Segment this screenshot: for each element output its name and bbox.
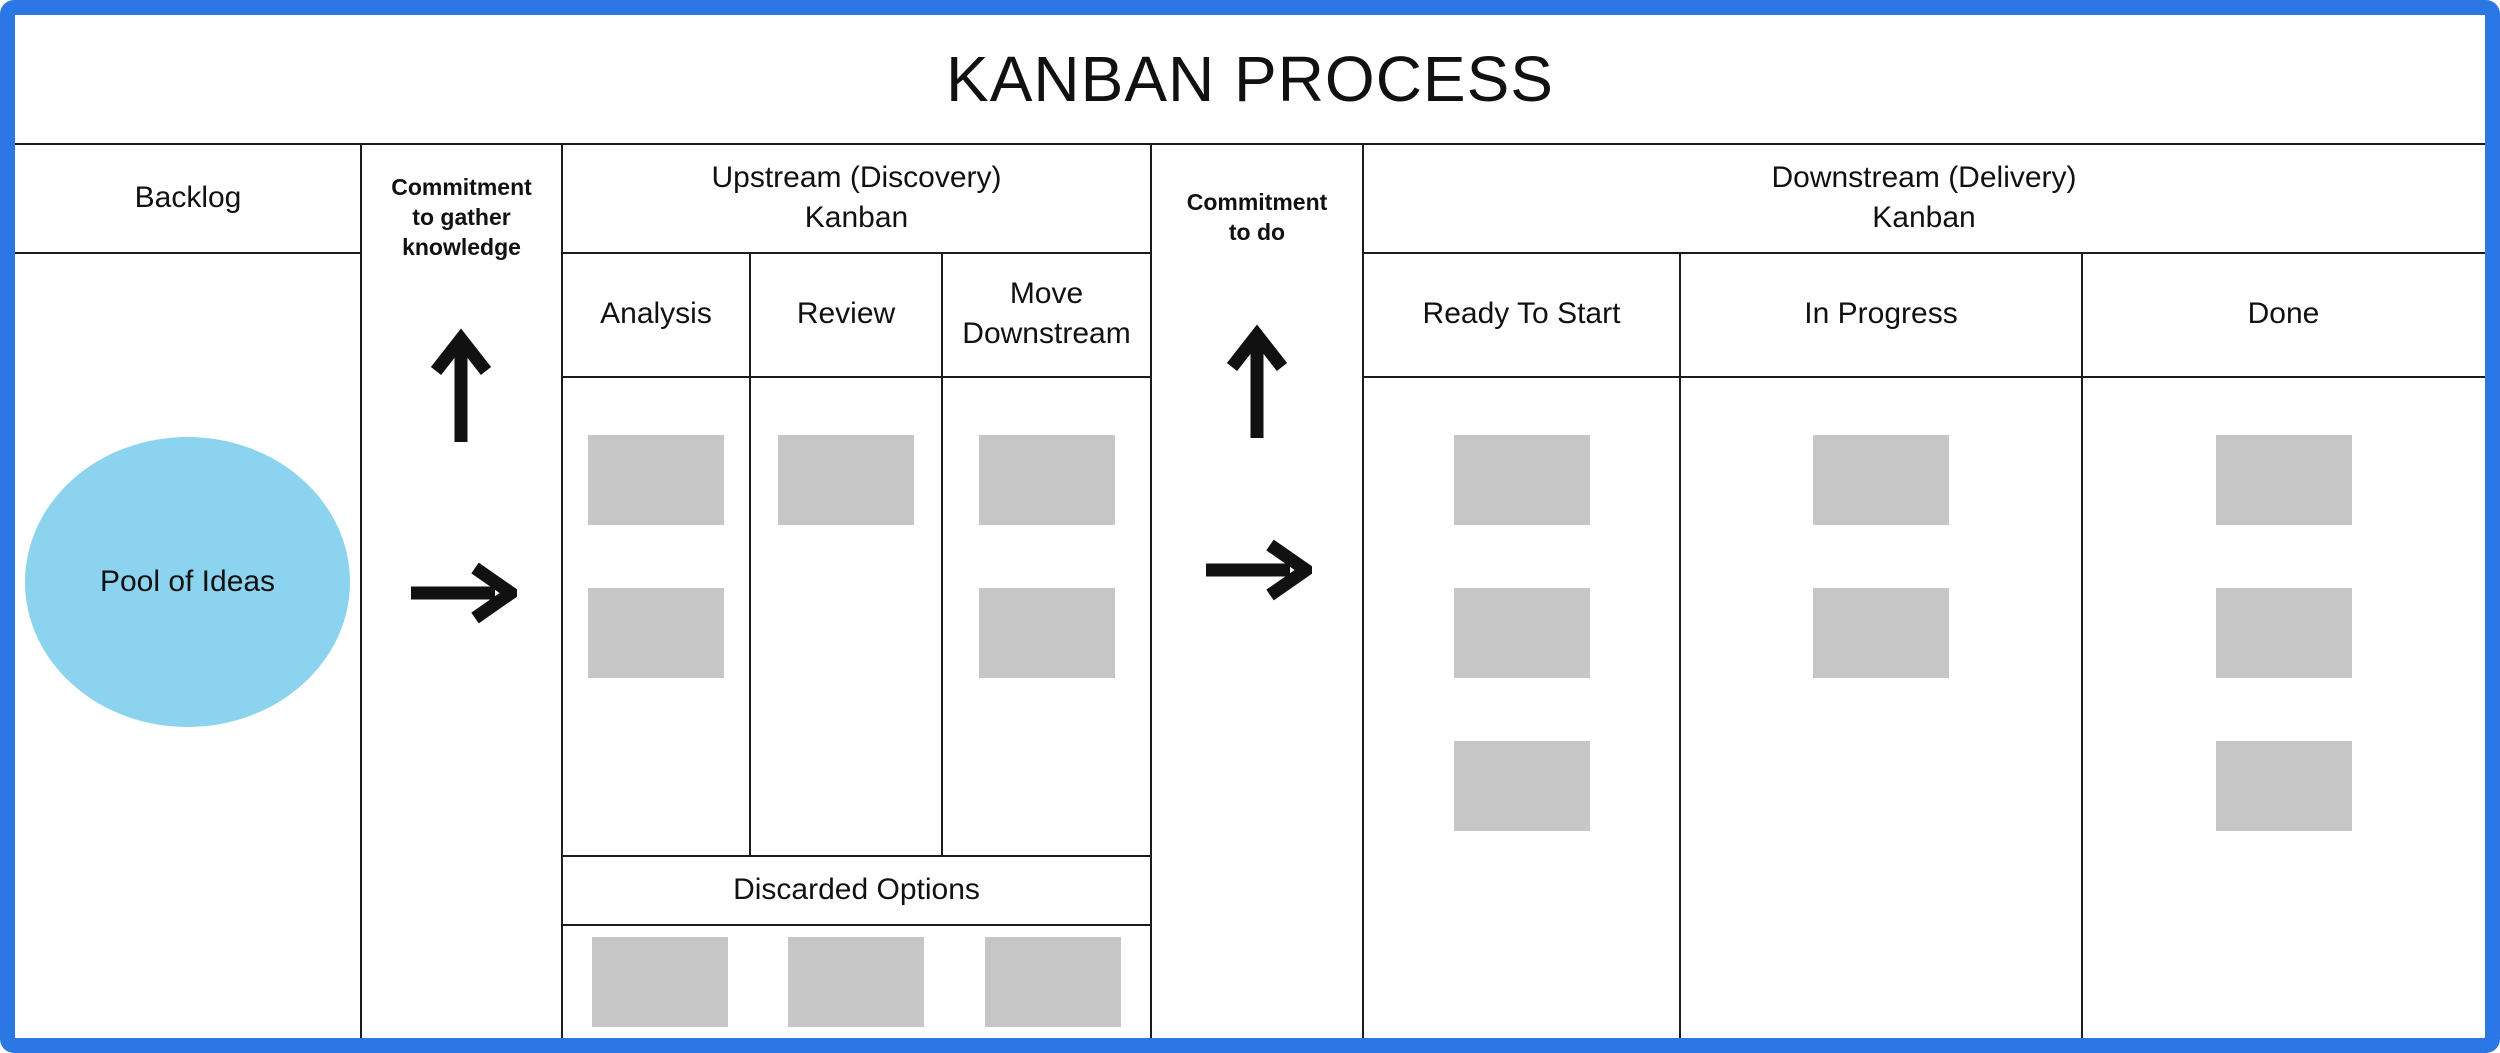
kanban-card bbox=[1813, 588, 1949, 678]
upstream-header: Upstream (Discovery) Kanban bbox=[711, 160, 1002, 234]
up-arrow-icon bbox=[1226, 324, 1288, 438]
grid-line-review-move bbox=[941, 252, 943, 855]
grid-line-commitment-left-right bbox=[561, 143, 563, 1038]
page-title: KANBAN PROCESS bbox=[946, 43, 1554, 115]
commitment-to-do-label: Commitment to do bbox=[1186, 189, 1328, 245]
grid-line-commitment-right-right bbox=[1362, 143, 1364, 1038]
kanban-card bbox=[2215, 435, 2352, 525]
grid-line-inprogress-done bbox=[2081, 252, 2083, 1038]
grid-line-analysis-review bbox=[749, 252, 751, 855]
downstream-header: Downstream (Delivery) Kanban bbox=[1771, 160, 2077, 234]
discarded-options-header: Discarded Options bbox=[733, 872, 980, 906]
kanban-card bbox=[1813, 435, 1949, 525]
kanban-card bbox=[978, 435, 1115, 525]
grid-line-discarded-top bbox=[562, 855, 1151, 857]
kanban-card bbox=[1453, 741, 1590, 831]
kanban-card bbox=[588, 435, 724, 525]
backlog-header: Backlog bbox=[134, 180, 242, 214]
grid-line-downstream-subheader bbox=[1363, 376, 2485, 378]
kanban-card bbox=[984, 937, 1121, 1027]
kanban-card bbox=[788, 937, 925, 1027]
discarded-options-card-row bbox=[562, 937, 1151, 1029]
grid-line-readytostart-inprogress bbox=[1679, 252, 1681, 1038]
analysis-card-stack bbox=[562, 376, 750, 678]
kanban-card bbox=[2215, 588, 2352, 678]
kanban-card bbox=[778, 435, 914, 525]
grid-line-backlog-right bbox=[360, 143, 362, 1038]
in-progress-card-stack bbox=[1680, 376, 2082, 678]
up-arrow-icon bbox=[430, 328, 492, 442]
kanban-card bbox=[1453, 588, 1590, 678]
kanban-card bbox=[588, 588, 724, 678]
pool-of-ideas-label: Pool of Ideas bbox=[99, 565, 276, 598]
diagram-canvas: KANBAN PROCESS Backlog Commitment to gat… bbox=[15, 15, 2485, 1038]
grid-line-upstream-right bbox=[1150, 143, 1152, 1038]
column-header-review: Review bbox=[796, 297, 896, 331]
kanban-card bbox=[1453, 435, 1590, 525]
grid-line-upstream-subheader bbox=[562, 376, 1151, 378]
right-arrow-icon bbox=[411, 562, 517, 624]
review-card-stack bbox=[750, 376, 942, 525]
column-header-ready-to-start: Ready To Start bbox=[1422, 297, 1621, 331]
column-header-move-downstream: Move Downstream bbox=[962, 277, 1131, 350]
kanban-card bbox=[2215, 741, 2352, 831]
kanban-card bbox=[592, 937, 729, 1027]
column-header-in-progress: In Progress bbox=[1804, 297, 1958, 331]
ready-to-start-card-stack bbox=[1363, 376, 1680, 831]
grid-line-downstream-header bbox=[1363, 252, 2485, 254]
column-header-done: Done bbox=[2247, 297, 2320, 331]
column-header-analysis: Analysis bbox=[600, 297, 712, 331]
kanban-card bbox=[978, 588, 1115, 678]
done-card-stack bbox=[2082, 376, 2485, 831]
grid-line-discarded-bottom bbox=[562, 924, 1151, 926]
right-arrow-icon bbox=[1206, 539, 1312, 601]
move-downstream-card-stack bbox=[942, 376, 1151, 678]
pool-of-ideas-ellipse: Pool of Ideas bbox=[25, 437, 350, 727]
grid-line-backlog-header bbox=[15, 252, 361, 254]
grid-line-table-top bbox=[15, 143, 2485, 145]
grid-line-upstream-header bbox=[562, 252, 1151, 254]
commitment-gather-knowledge-label: Commitment to gather knowledge bbox=[391, 174, 532, 260]
